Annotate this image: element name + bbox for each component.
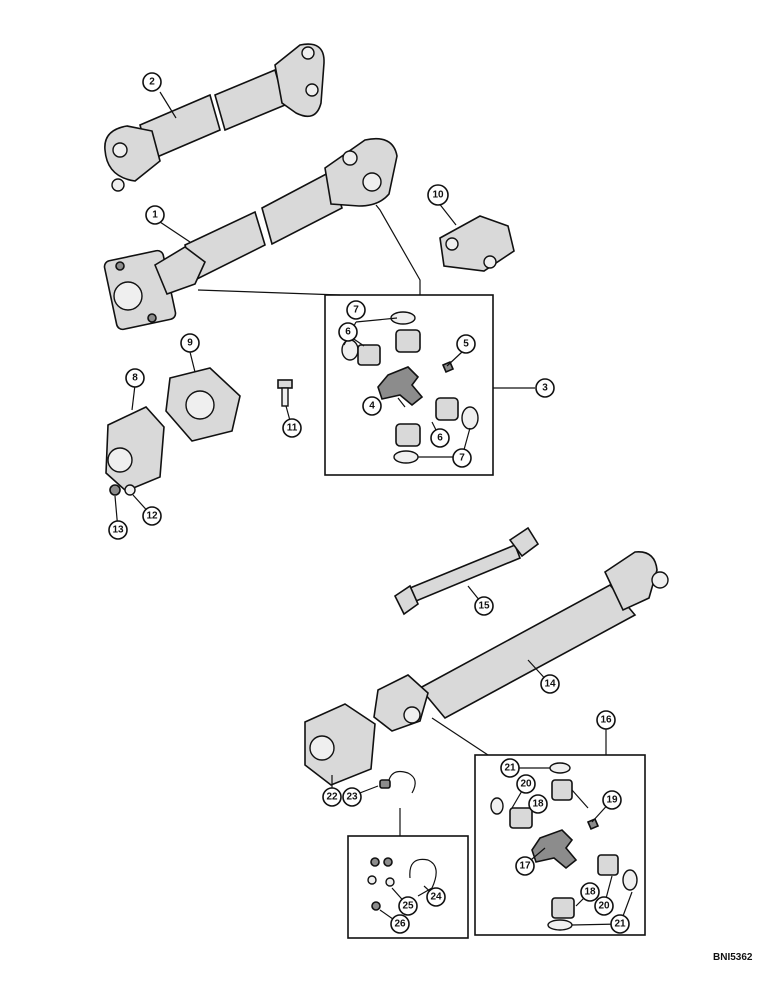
callout-26: 26 [390, 914, 410, 934]
svg-text:21: 21 [504, 763, 516, 774]
callout-9: 9 [180, 333, 200, 353]
callout-12: 12 [142, 506, 162, 526]
lock-washer-part-12 [124, 484, 136, 496]
callout-18a: 18 [528, 794, 548, 814]
svg-text:17: 17 [519, 861, 531, 872]
callout-21b: 21 [610, 914, 630, 934]
svg-text:9: 9 [187, 338, 193, 349]
flange-yoke-part-8 [105, 406, 165, 492]
svg-text:2: 2 [149, 77, 155, 88]
svg-text:26: 26 [394, 919, 406, 930]
callout-1: 1 [145, 205, 165, 225]
drive-shaft-part-1 [103, 137, 398, 331]
callout-20b: 20 [594, 896, 614, 916]
svg-text:21: 21 [614, 919, 626, 930]
svg-text:10: 10 [432, 190, 444, 201]
slip-yoke-part-10 [439, 215, 515, 272]
svg-text:25: 25 [402, 901, 414, 912]
ujoint-kit-contents [341, 311, 479, 464]
callout-2: 2 [142, 72, 162, 92]
svg-text:11: 11 [287, 423, 298, 434]
callout-23: 23 [342, 787, 362, 807]
callout-6a: 6 [338, 322, 358, 342]
svg-text:12: 12 [146, 511, 158, 522]
bolt-part-11 [277, 379, 293, 407]
callout-5: 5 [456, 334, 476, 354]
drive-shaft-part-2 [104, 43, 325, 192]
callout-10: 10 [427, 184, 449, 206]
svg-text:3: 3 [542, 383, 548, 394]
drive-shaft-part-15 [393, 526, 540, 616]
callout-19: 19 [602, 790, 622, 810]
svg-text:20: 20 [598, 901, 610, 912]
svg-text:23: 23 [346, 792, 358, 803]
callout-13: 13 [108, 520, 128, 540]
svg-text:4: 4 [369, 401, 375, 412]
svg-text:6: 6 [345, 327, 351, 338]
svg-text:20: 20 [520, 779, 532, 790]
svg-text:14: 14 [544, 679, 556, 690]
callout-7b: 7 [452, 448, 472, 468]
svg-text:8: 8 [132, 373, 138, 384]
callout-25: 25 [398, 896, 418, 916]
nut-part-13 [109, 484, 121, 496]
svg-text:16: 16 [600, 715, 612, 726]
svg-text:5: 5 [463, 339, 469, 350]
callout-4: 4 [362, 396, 382, 416]
svg-text:13: 13 [112, 525, 124, 536]
callout-6b: 6 [430, 428, 450, 448]
callout-20a: 20 [516, 774, 536, 794]
drawing-number: BNI5362 [713, 952, 753, 963]
callout-17: 17 [515, 856, 535, 876]
svg-text:6: 6 [437, 433, 443, 444]
callout-21a: 21 [500, 758, 520, 778]
ujoint-kit-16-contents [490, 762, 638, 931]
callout-18b: 18 [580, 882, 600, 902]
svg-text:1: 1 [152, 210, 158, 221]
callout-22: 22 [322, 787, 342, 807]
companion-flange-part-9 [165, 367, 241, 442]
callout-14: 14 [540, 674, 560, 694]
ujoint-kit-box-part-3 [324, 294, 494, 476]
callout-8: 8 [125, 368, 145, 388]
companion-flange-part-22 [304, 703, 376, 786]
u-bolt-kit-box [347, 835, 469, 939]
drive-shaft-part-14 [373, 551, 669, 732]
svg-text:18: 18 [584, 887, 596, 898]
svg-text:22: 22 [326, 792, 338, 803]
callout-3: 3 [535, 378, 555, 398]
svg-text:7: 7 [353, 305, 359, 316]
callout-24: 24 [426, 887, 446, 907]
u-bolt-kit-contents [367, 857, 437, 911]
svg-text:24: 24 [430, 892, 442, 903]
callout-16: 16 [596, 710, 616, 730]
svg-text:18: 18 [532, 799, 544, 810]
ujoint-kit-box-part-16 [474, 754, 646, 936]
callout-7a: 7 [346, 300, 366, 320]
svg-text:7: 7 [459, 453, 465, 464]
callout-15: 15 [474, 596, 494, 616]
u-bolt-part-23 [379, 770, 416, 794]
svg-text:15: 15 [478, 601, 490, 612]
callout-11: 11 [282, 418, 302, 438]
svg-text:19: 19 [606, 795, 618, 806]
